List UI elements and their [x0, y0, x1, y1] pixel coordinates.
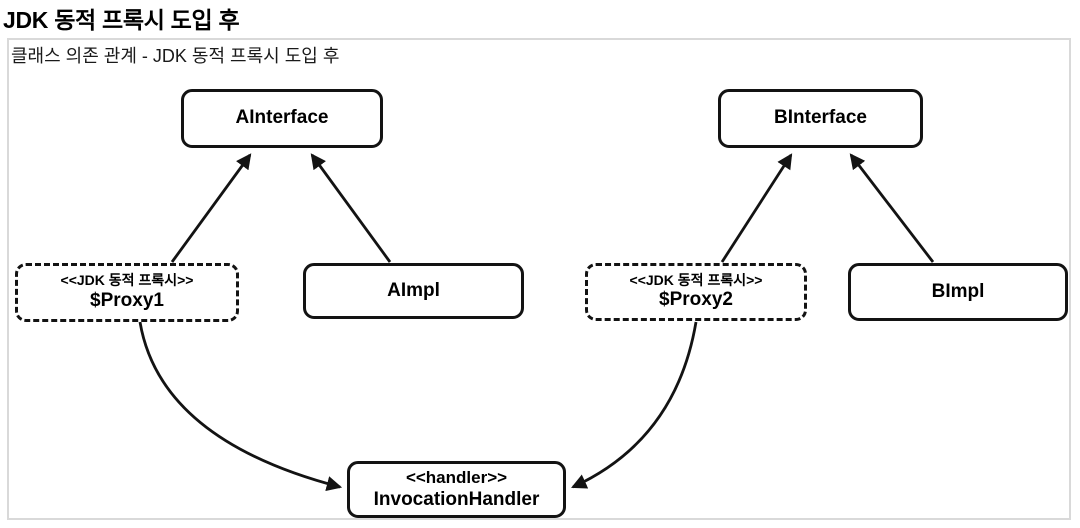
node-proxy1-label: $Proxy1: [90, 289, 164, 311]
node-proxy2: <<JDK 동적 프록시>> $Proxy2: [585, 263, 807, 321]
node-bimpl: BImpl: [848, 263, 1068, 321]
node-proxy2-label: $Proxy2: [659, 289, 733, 311]
page-title: JDK 동적 프록시 도입 후: [3, 7, 240, 33]
node-proxy1: <<JDK 동적 프록시>> $Proxy1: [15, 263, 239, 322]
node-proxy2-stereotype: <<JDK 동적 프록시>>: [629, 271, 763, 288]
node-invocationhandler-label: InvocationHandler: [373, 488, 540, 510]
diagram-caption: 클래스 의존 관계 - JDK 동적 프록시 도입 후: [11, 46, 340, 66]
node-aimpl-label: AImpl: [387, 279, 440, 301]
node-binterface: BInterface: [718, 89, 923, 148]
node-aimpl: AImpl: [303, 263, 524, 319]
node-proxy1-stereotype: <<JDK 동적 프록시>>: [60, 272, 194, 289]
node-invocationhandler: <<handler>> InvocationHandler: [347, 461, 566, 518]
node-binterface-label: BInterface: [774, 107, 867, 129]
node-bimpl-label: BImpl: [931, 280, 985, 302]
node-invocationhandler-stereotype: <<handler>>: [405, 468, 508, 488]
node-ainterface-label: AInterface: [235, 107, 329, 129]
node-ainterface: AInterface: [181, 89, 383, 148]
